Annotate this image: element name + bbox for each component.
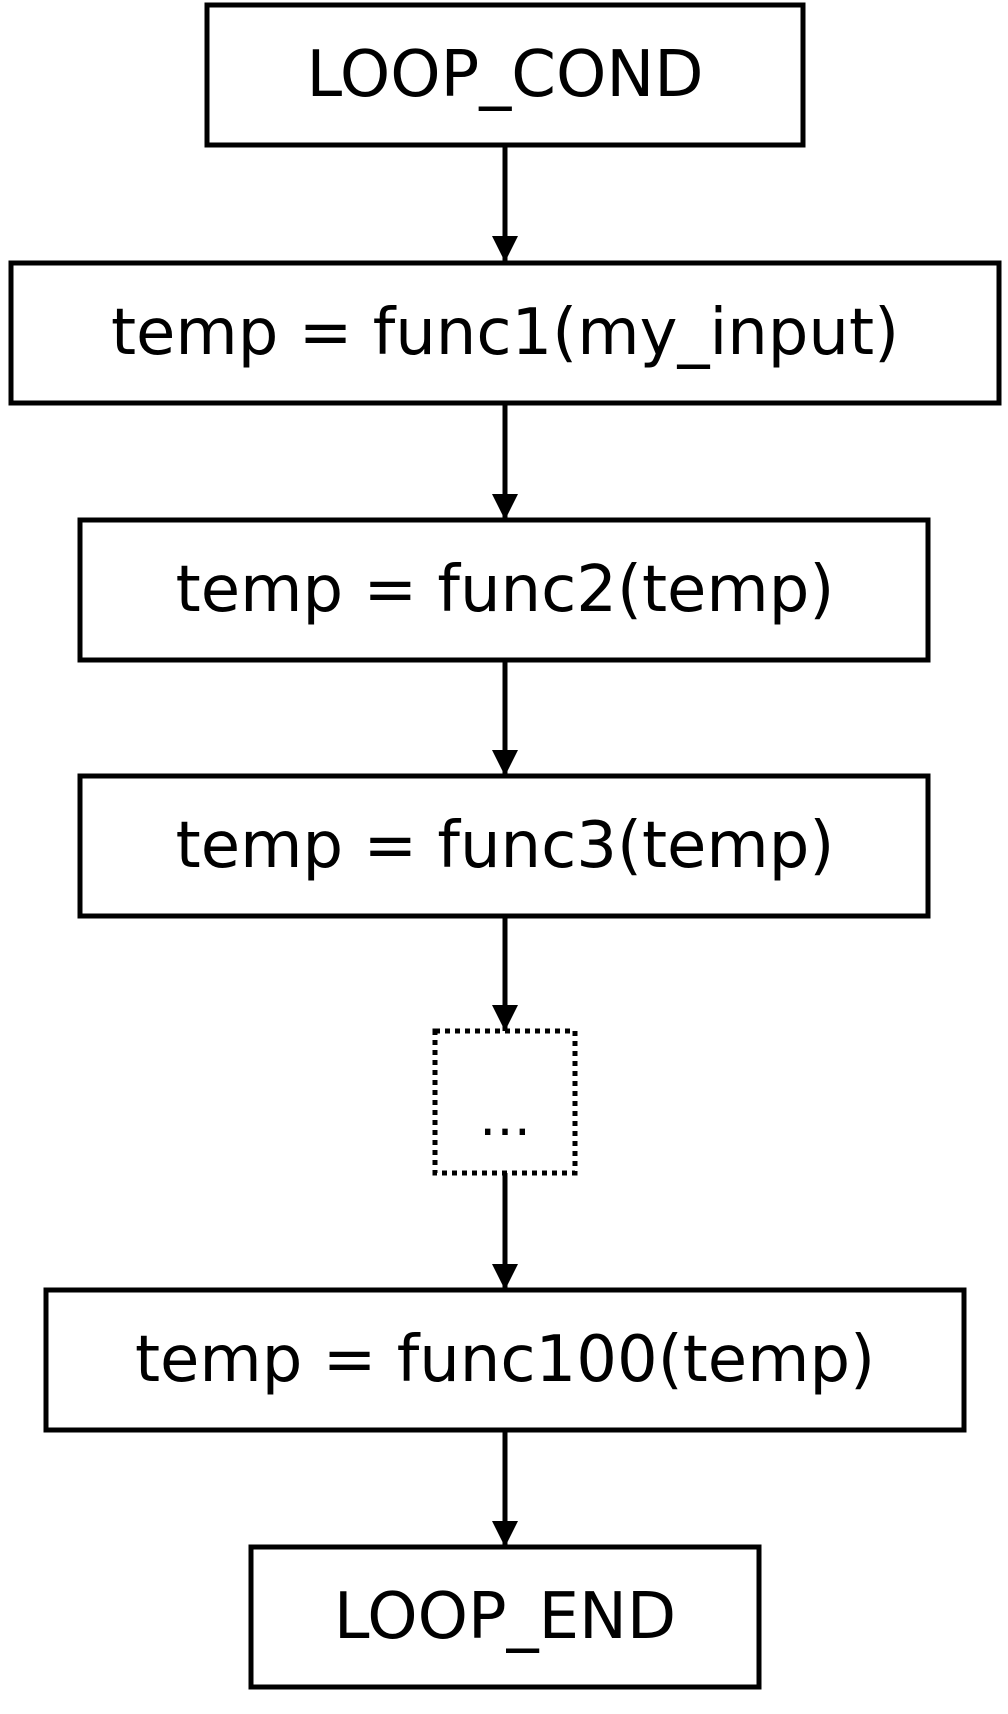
node-label: LOOP_COND — [307, 38, 704, 112]
arrowhead-icon — [492, 1264, 518, 1290]
node-label: … — [479, 1088, 531, 1148]
node-loop-end: LOOP_END — [248, 1544, 762, 1690]
arrowhead-icon — [492, 236, 518, 262]
node-func2: temp = func2(temp) — [77, 517, 931, 663]
node-label: temp = func2(temp) — [176, 553, 835, 627]
node-label: temp = func3(temp) — [176, 809, 835, 883]
node-box — [77, 773, 931, 919]
node-func1: temp = func1(my_input) — [8, 260, 1002, 406]
node-label: temp = func100(temp) — [135, 1323, 875, 1397]
node-box — [8, 260, 1002, 406]
node-func100: temp = func100(temp) — [43, 1287, 967, 1433]
node-box — [43, 1287, 967, 1433]
node-ellipsis: … — [432, 1028, 578, 1176]
node-label: LOOP_END — [334, 1580, 676, 1654]
arrowhead-icon — [492, 1521, 518, 1547]
node-label: temp = func1(my_input) — [111, 296, 899, 370]
node-box-dotted — [432, 1028, 578, 1176]
arrowhead-icon — [492, 750, 518, 776]
arrowhead-icon — [492, 494, 518, 520]
node-loop-cond: LOOP_COND — [204, 2, 806, 148]
node-box — [248, 1544, 762, 1690]
node-box — [77, 517, 931, 663]
arrowhead-icon — [492, 1005, 518, 1031]
node-box — [204, 2, 806, 148]
edges — [492, 145, 518, 1547]
node-func3: temp = func3(temp) — [77, 773, 931, 919]
